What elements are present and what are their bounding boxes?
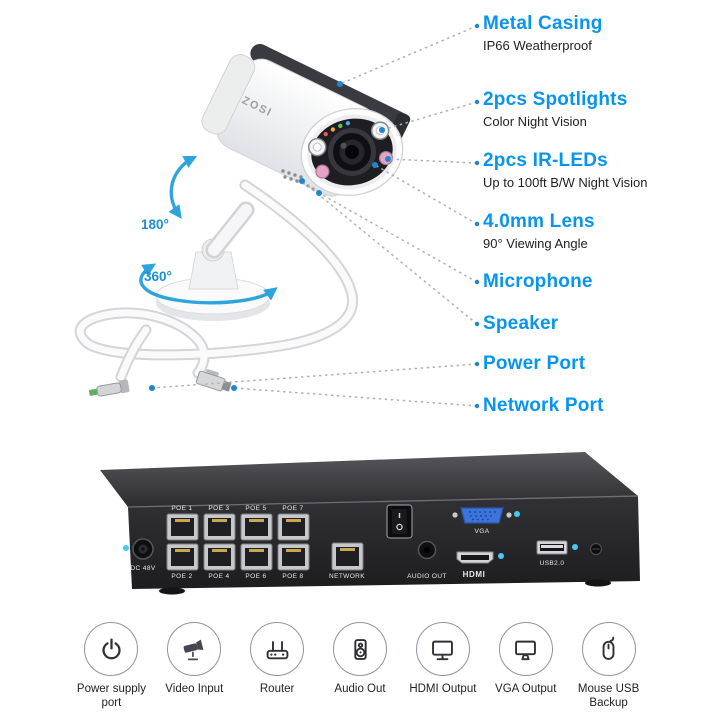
mouse-icon (602, 636, 615, 660)
poe8-label: POE 8 (282, 573, 304, 580)
camera-cable (74, 179, 359, 383)
network-port-label: NETWORK (328, 573, 366, 580)
feature-subtitle: Color Night Vision (483, 114, 587, 129)
poe-ports (166, 513, 310, 571)
legend-label: Video Input (165, 683, 224, 695)
legend-item-router: Router (236, 622, 319, 711)
feature-title: Metal Casing (483, 13, 603, 34)
legend-item-hdmi-output: HDMI Output (401, 622, 484, 711)
tilt-arrow (168, 155, 198, 219)
dc-power-port (132, 538, 154, 560)
rotation-arrows (139, 155, 278, 305)
poe7-label: POE 7 (282, 505, 304, 512)
camera-lens (328, 128, 376, 176)
legend-row: Power supply port Video Input (70, 622, 650, 711)
feature-microphone: Microphone (483, 271, 719, 293)
feature-lens: 4.0mm Lens 90° Viewing Angle (483, 211, 719, 252)
feature-subtitle: IP66 Weatherproof (483, 38, 592, 53)
poe2-label: POE 2 (171, 573, 193, 580)
router-icon (266, 640, 288, 659)
feature-power-port: Power Port (483, 353, 719, 375)
feature-speaker: Speaker (483, 313, 719, 335)
connector-marker-dot (498, 553, 504, 559)
hdmi-label: HDMI (462, 570, 486, 579)
pan-angle-label: 360° (144, 269, 172, 284)
pan-arrow (139, 263, 278, 305)
audio-out-jack (417, 540, 437, 560)
legend-item-vga-output: VGA Output (484, 622, 567, 711)
speaker-grille (281, 169, 303, 183)
legend-label: Power supply port (76, 683, 146, 709)
feature-ir-leds: 2pcs IR-LEDs Up to 100ft B/W Night Visio… (483, 150, 719, 191)
legend-label: Audio Out (334, 683, 386, 695)
feature-subtitle: Up to 100ft B/W Night Vision (483, 175, 648, 190)
connector-marker-dot (572, 544, 578, 550)
bullet-camera-icon (183, 639, 204, 660)
nvr-top-face (100, 452, 638, 507)
feature-title: 2pcs Spotlights (483, 89, 628, 110)
nvr (100, 452, 640, 595)
poe6-label: POE 6 (245, 573, 267, 580)
feature-title: 2pcs IR-LEDs (483, 150, 608, 171)
legend-label: VGA Output (495, 683, 557, 695)
legend-item-power-supply: Power supply port (70, 622, 153, 711)
speaker-icon (353, 638, 367, 660)
camera-mount-arm (205, 201, 255, 259)
legend-item-mouse-usb: Mouse USB Backup (567, 622, 650, 711)
feature-spotlights: 2pcs Spotlights Color Night Vision (483, 89, 719, 130)
power-switch (386, 504, 413, 539)
feature-title: Power Port (483, 353, 586, 374)
connector-marker-dot (123, 545, 129, 551)
dc-port-label: DC 48V (130, 565, 156, 572)
legend-item-audio-out: Audio Out (319, 622, 402, 711)
usb-label: USB2.0 (539, 560, 565, 567)
power-connector (88, 379, 130, 397)
power-icon (102, 637, 121, 659)
network-connector (195, 369, 232, 392)
hdmi-port (456, 551, 494, 564)
feature-title: Microphone (483, 271, 593, 292)
tilt-angle-label: 180° (141, 217, 169, 232)
vga-port (452, 507, 512, 524)
poe3-label: POE 3 (208, 505, 230, 512)
feature-title: Network Port (483, 395, 604, 416)
audio-out-label: AUDIO OUT (407, 573, 447, 580)
monitor-icon (432, 640, 454, 660)
network-port (331, 542, 364, 571)
vga-label: VGA (474, 528, 490, 535)
usb-port (536, 540, 568, 555)
monitor-icon (515, 640, 537, 660)
leader-lines (151, 25, 478, 407)
poe1-label: POE 1 (171, 505, 193, 512)
ground-screw (589, 542, 603, 556)
legend-item-video-input: Video Input (153, 622, 236, 711)
ir-led-left (315, 164, 330, 179)
feature-title: 4.0mm Lens (483, 211, 595, 232)
feature-subtitle: 90° Viewing Angle (483, 236, 588, 251)
connector-marker-dot (514, 511, 520, 517)
feature-network-port: Network Port (483, 395, 719, 417)
legend-label: Mouse USB Backup (577, 683, 640, 709)
leader-dots (149, 23, 480, 409)
poe5-label: POE 5 (245, 505, 267, 512)
feature-title: Speaker (483, 313, 559, 334)
camera-face (300, 108, 404, 196)
legend-label: Router (259, 683, 295, 695)
feature-metal-casing: Metal Casing IP66 Weatherproof (483, 13, 719, 54)
poe4-label: POE 4 (208, 573, 230, 580)
legend-label: HDMI Output (409, 683, 477, 695)
status-leds (323, 121, 351, 137)
